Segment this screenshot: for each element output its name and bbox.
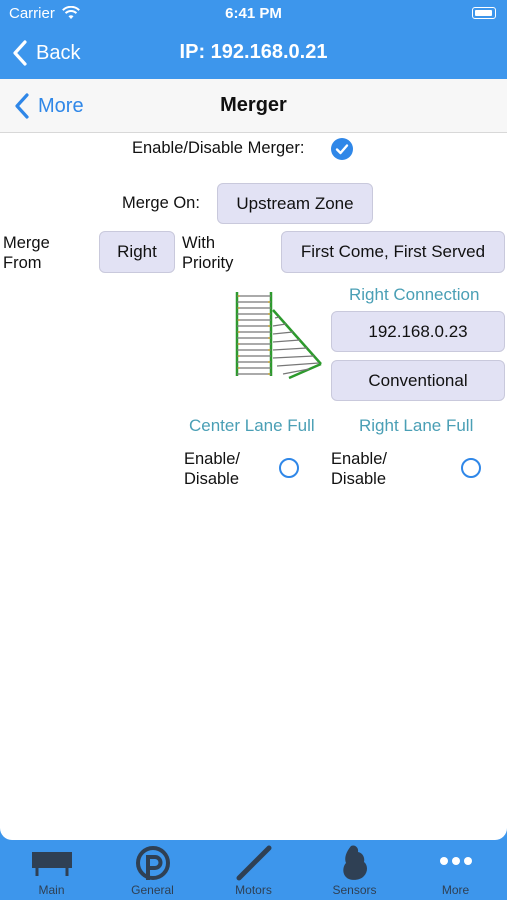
tab-general-label: General — [131, 883, 174, 897]
carrier-label: Carrier — [9, 5, 55, 22]
right-lane-full-label: Right Lane Full — [359, 416, 474, 435]
right-connection-label: Right Connection — [349, 285, 480, 304]
back-button[interactable]: Back — [12, 38, 80, 68]
enable-merger-checkbox[interactable] — [331, 138, 353, 160]
merger-content: Enable/Disable Merger: Merge On: Upstrea… — [0, 133, 507, 840]
merge-on-select[interactable]: Upstream Zone — [217, 183, 373, 224]
tab-general[interactable]: General — [102, 840, 203, 900]
battery-icon — [472, 7, 496, 19]
checkmark-icon — [335, 144, 349, 155]
right-lane-toggle-label: Enable/ Disable — [331, 450, 387, 488]
more-back-label: More — [38, 94, 84, 117]
merge-from-select[interactable]: Right — [99, 231, 175, 273]
general-icon — [136, 846, 170, 880]
right-connection-type-select[interactable]: Conventional — [331, 360, 505, 401]
clock: 6:41 PM — [225, 5, 282, 22]
merge-from-label: Merge From — [3, 234, 50, 272]
tab-sensors[interactable]: Sensors — [304, 840, 405, 900]
navigation-bar: Back IP: 192.168.0.21 — [0, 28, 507, 78]
priority-select[interactable]: First Come, First Served — [281, 231, 505, 273]
priority-label: With Priority — [182, 234, 234, 272]
motor-icon — [236, 845, 272, 881]
status-bar: Carrier 6:41 PM — [0, 0, 507, 28]
merger-diagram-icon — [235, 292, 322, 380]
back-label: Back — [36, 41, 81, 64]
conveyor-icon — [32, 852, 72, 876]
center-lane-toggle-label: Enable/ Disable — [184, 450, 240, 488]
more-back-button[interactable]: More — [14, 92, 84, 120]
tab-bar: Main General Motors Sensors More — [0, 840, 507, 900]
tab-main[interactable]: Main — [1, 840, 102, 900]
nav-title: IP: 192.168.0.21 — [179, 41, 328, 63]
tab-main-label: Main — [38, 883, 65, 897]
chevron-left-icon — [15, 93, 29, 119]
tab-sensors-label: Sensors — [332, 883, 377, 897]
tab-more-label: More — [441, 883, 470, 897]
center-lane-full-radio[interactable] — [279, 458, 299, 478]
wifi-icon — [62, 6, 80, 19]
more-icon — [440, 857, 472, 865]
tab-motors[interactable]: Motors — [203, 840, 304, 900]
center-lane-full-label: Center Lane Full — [189, 416, 315, 435]
enable-merger-label: Enable/Disable Merger: — [132, 139, 305, 157]
tab-motors-label: Motors — [235, 883, 272, 897]
page-title: Merger — [220, 94, 287, 116]
sensor-icon — [343, 845, 367, 880]
right-connection-ip-button[interactable]: 192.168.0.23 — [331, 311, 505, 352]
right-lane-full-radio[interactable] — [461, 458, 481, 478]
tab-more[interactable]: More — [405, 840, 506, 900]
chevron-left-icon — [13, 40, 27, 66]
sub-navigation-bar: More Merger — [0, 79, 507, 133]
merge-on-label: Merge On: — [122, 194, 200, 212]
